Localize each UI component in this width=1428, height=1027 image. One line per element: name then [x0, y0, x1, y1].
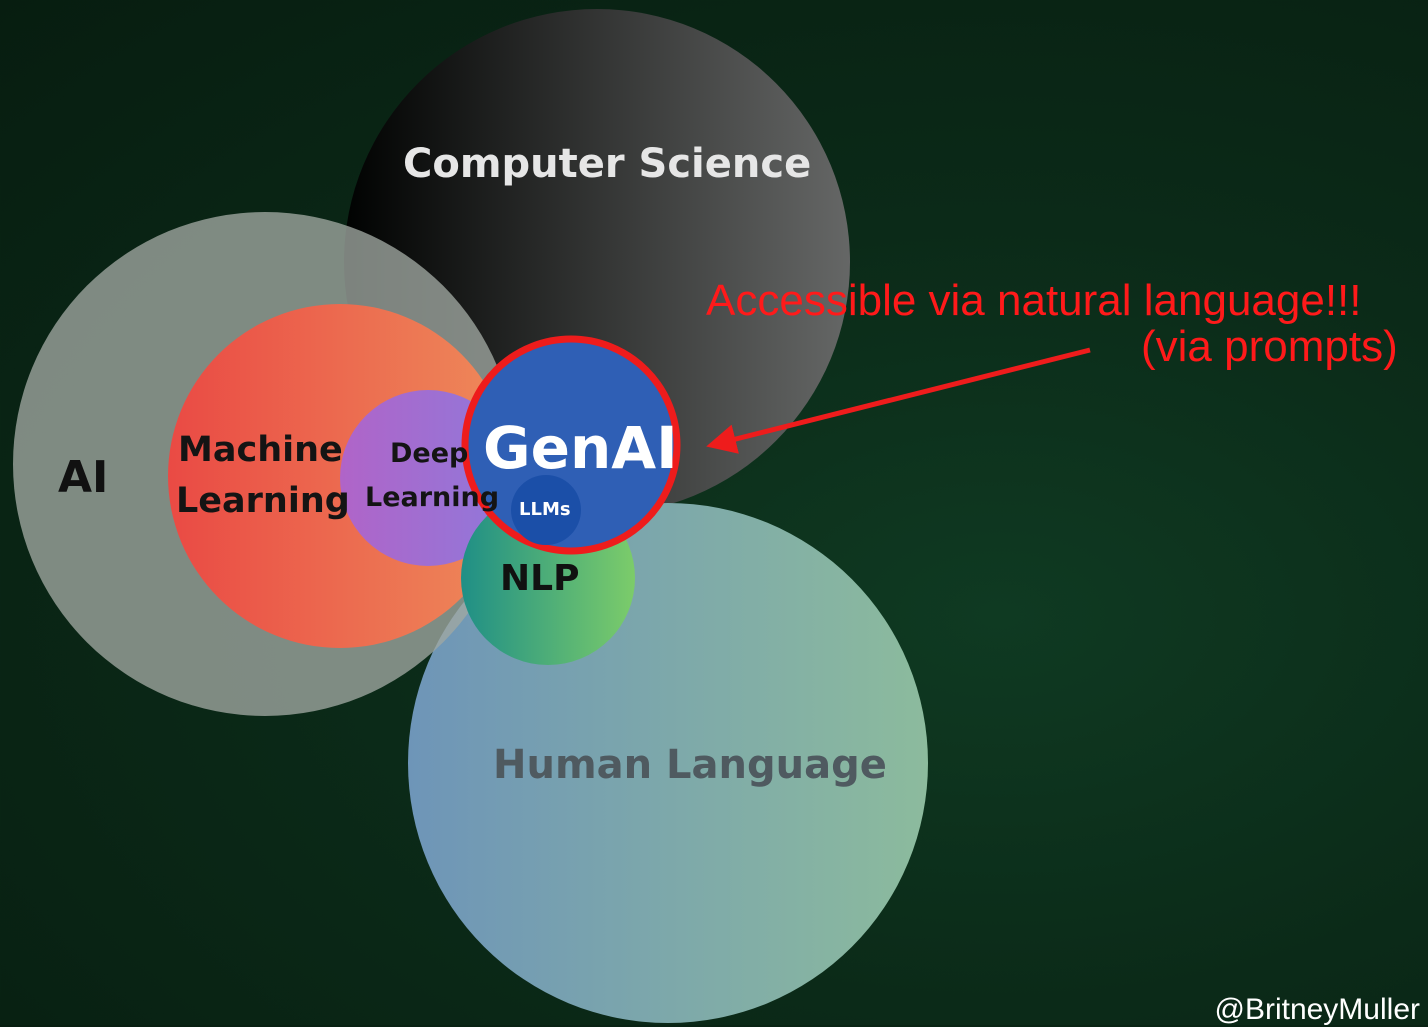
- computer-science-label: Computer Science: [403, 141, 812, 187]
- annotation-arrow: [706, 347, 1091, 454]
- llms-circle: [511, 475, 581, 545]
- human-language-label: Human Language: [493, 742, 887, 788]
- annotation-line1: Accessible via natural language!!!: [706, 276, 1362, 325]
- annotation-line2: (via prompts): [1141, 322, 1398, 371]
- machine-learning-label-line2: Learning: [176, 481, 350, 521]
- deep-learning-label-line2: Learning: [365, 482, 500, 513]
- author-credit: @BritneyMuller: [1214, 993, 1420, 1026]
- machine-learning-label-line1: Machine: [178, 430, 343, 470]
- nlp-label: NLP: [500, 558, 580, 599]
- ai-label: AI: [58, 452, 109, 503]
- deep-learning-label-line1: Deep: [390, 438, 469, 469]
- genai-label: GenAI: [483, 414, 678, 482]
- llms-label: LLMs: [519, 499, 571, 520]
